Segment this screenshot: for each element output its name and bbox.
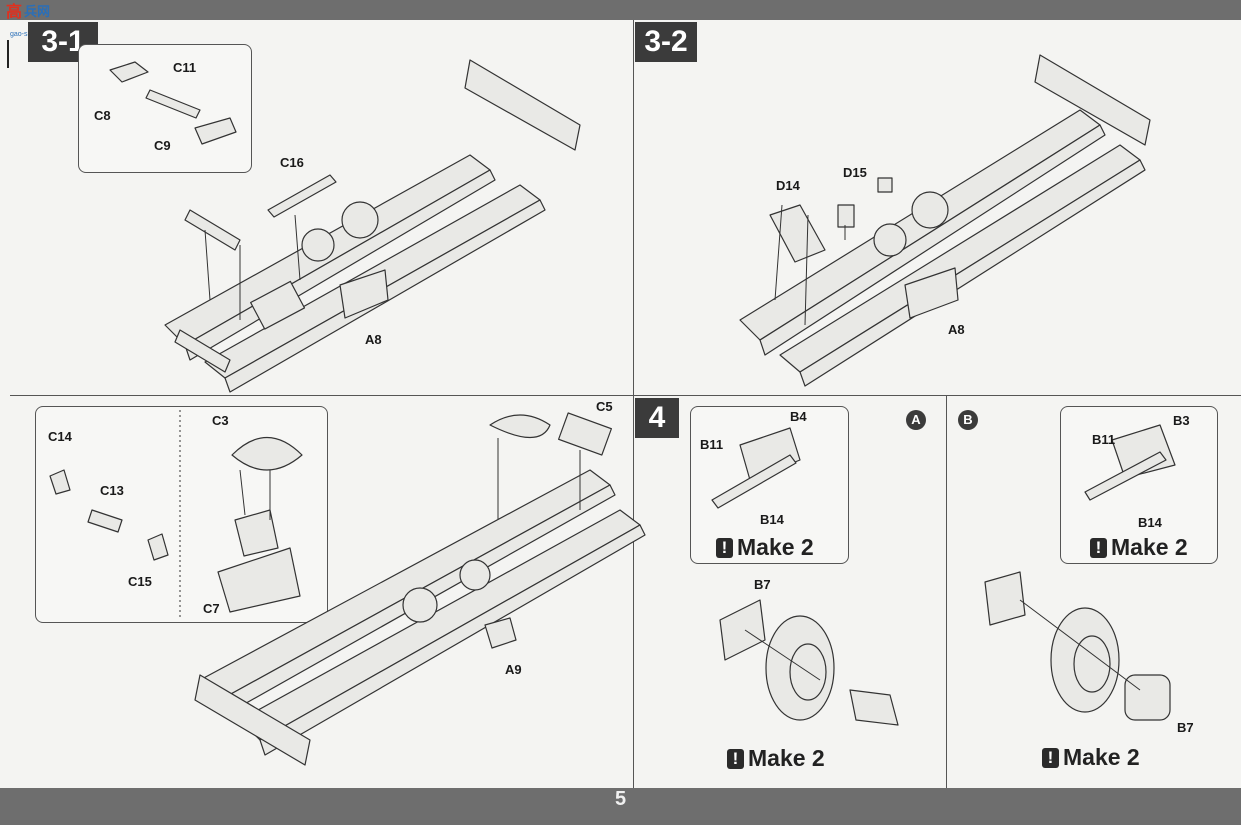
label-c7: C7 <box>203 601 220 616</box>
label-a8-right: A8 <box>948 322 965 337</box>
make-note-b-wheel: ! Make 2 <box>1042 744 1140 771</box>
label-c5: C5 <box>596 399 613 414</box>
label-c11: C11 <box>173 60 197 75</box>
exclamation-icon: ! <box>716 537 733 558</box>
exclamation-icon: ! <box>1090 537 1107 558</box>
divider-vertical-main <box>633 20 634 788</box>
variant-badge-a: A <box>906 410 926 430</box>
step-badge-3-2: 3-2 <box>635 22 697 62</box>
chassis-frame-3-1 <box>164 59 581 393</box>
watermark-glyph: 高 <box>6 2 23 21</box>
page-number: 5 <box>614 788 627 810</box>
divider-horizontal <box>10 395 1241 396</box>
divider-left-edge <box>7 40 9 68</box>
bottom-band <box>0 788 1241 825</box>
make-note-text: Make 2 <box>1063 744 1140 770</box>
label-d14: D14 <box>776 178 800 193</box>
make-note-a-inset: ! Make 2 <box>716 534 814 561</box>
label-b7-b: B7 <box>1177 720 1194 735</box>
label-c9: C9 <box>154 138 171 153</box>
make-note-a-wheel: ! Make 2 <box>727 745 825 772</box>
label-b3: B3 <box>1173 413 1190 428</box>
suspension-b <box>984 424 1176 721</box>
label-b14-b: B14 <box>1138 515 1162 530</box>
label-b4: B4 <box>790 409 807 424</box>
watermark-brand: 兵网 <box>24 3 51 19</box>
assembly-arrows <box>179 204 1141 691</box>
make-note-b-inset: ! Make 2 <box>1090 534 1188 561</box>
label-c3: C3 <box>212 413 229 428</box>
label-c15: C15 <box>128 574 152 589</box>
label-c8: C8 <box>94 108 111 123</box>
label-b7-a: B7 <box>754 577 771 592</box>
variant-badge-b: B <box>958 410 978 430</box>
chassis-frame-3-2 <box>739 54 1151 387</box>
label-c16: C16 <box>280 155 304 170</box>
make-note-text: Make 2 <box>737 534 814 560</box>
label-d15: D15 <box>843 165 867 180</box>
label-c14: C14 <box>48 429 72 444</box>
inset-box-3-1 <box>78 44 252 173</box>
label-b11-a: B11 <box>700 437 724 452</box>
chassis-frame-lower <box>194 412 646 766</box>
divider-vertical-step4 <box>946 396 947 788</box>
top-band <box>0 0 1241 20</box>
make-note-text: Make 2 <box>748 745 825 771</box>
label-b11-b: B11 <box>1092 432 1116 447</box>
suspension-a <box>711 427 899 726</box>
label-a8-left: A8 <box>365 332 382 347</box>
label-a9: A9 <box>505 662 522 677</box>
label-b14-a: B14 <box>760 512 784 527</box>
exclamation-icon: ! <box>727 748 744 769</box>
inset-parts-lower <box>49 436 303 613</box>
exclamation-icon: ! <box>1042 747 1059 768</box>
step-badge-4: 4 <box>635 398 679 438</box>
make-note-text: Make 2 <box>1111 534 1188 560</box>
label-c13: C13 <box>100 483 124 498</box>
inset-parts-3-1 <box>109 61 237 145</box>
